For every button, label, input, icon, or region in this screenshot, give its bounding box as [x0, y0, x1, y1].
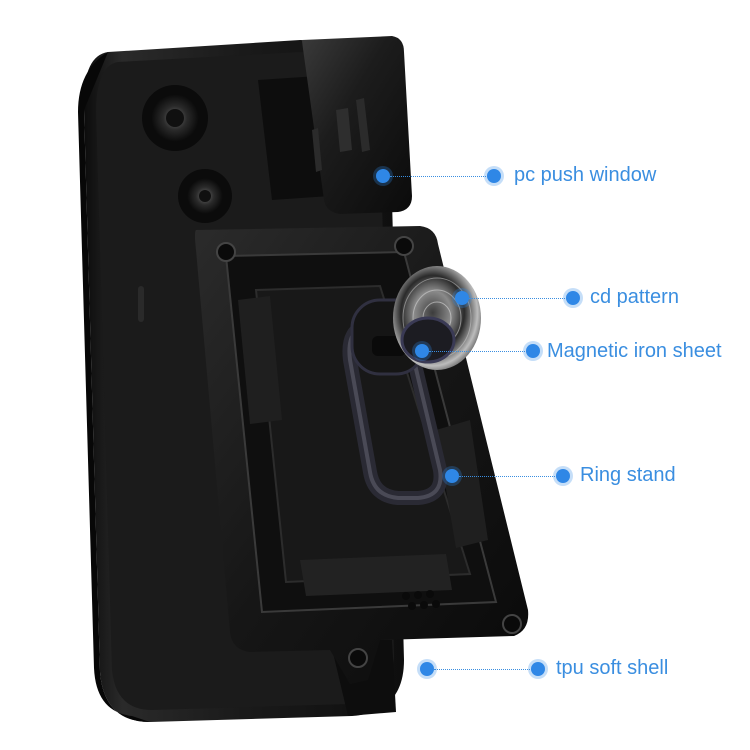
magnetic-iron-sheet-marker [415, 344, 429, 358]
ring-stand-leader [459, 476, 563, 477]
tpu-soft-shell-leader [434, 669, 538, 670]
cd-pattern-label: cd pattern [590, 286, 679, 308]
magnetic-iron-sheet-leader [429, 351, 533, 352]
tpu-soft-shell-dot [531, 662, 545, 676]
tpu-soft-shell-marker [420, 662, 434, 676]
cd-pattern-marker [455, 291, 469, 305]
cd-pattern-dot [566, 291, 580, 305]
ring-stand-marker [445, 469, 459, 483]
pc-push-window-leader [390, 176, 494, 177]
magnetic-iron-sheet-dot [526, 344, 540, 358]
tpu-soft-shell-label: tpu soft shell [556, 657, 669, 679]
magnetic-iron-sheet-label: Magnetic iron sheet [547, 340, 722, 362]
ring-stand-dot [556, 469, 570, 483]
ring-stand-label: Ring stand [580, 464, 676, 486]
pc-push-window-marker [376, 169, 390, 183]
camera-module [142, 85, 232, 223]
pc-push-window-dot [487, 169, 501, 183]
cd-pattern-leader [469, 298, 573, 299]
cd-pattern-disc [393, 266, 481, 370]
pc-push-window-label: pc push window [514, 164, 657, 186]
